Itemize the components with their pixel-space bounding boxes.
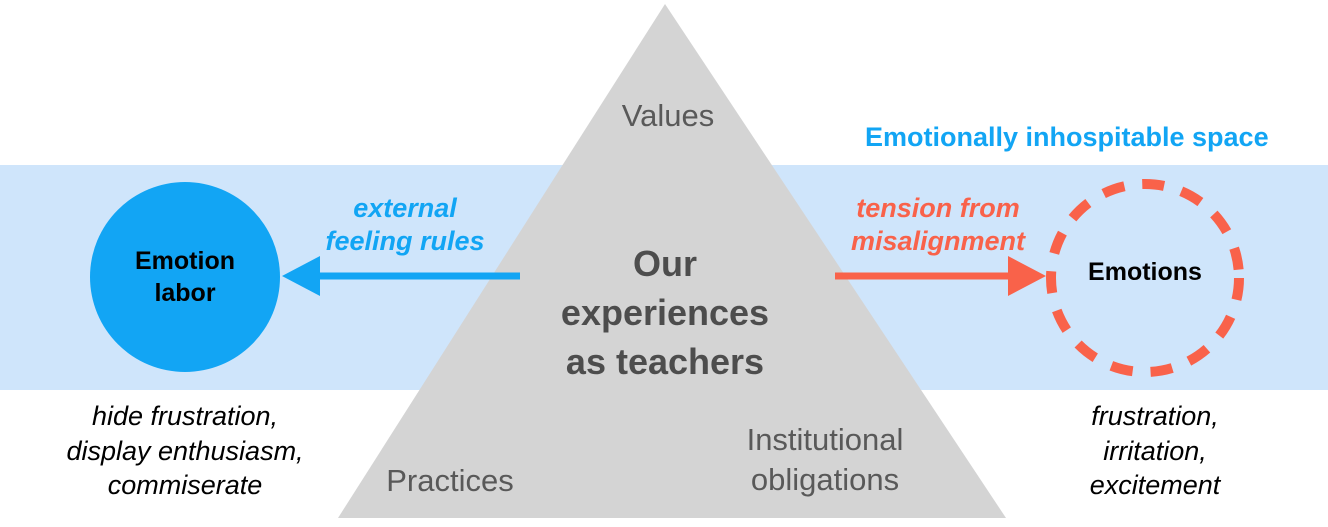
emotions-examples: frustration, irritation, excitement [1030,399,1280,503]
triangle-label-institutional-line-2: obligations [750,461,900,497]
tension-line-1: tension from [856,193,1020,223]
emotion-labor-label-line-1: Emotion [135,246,235,275]
emotions-example-2: irritation, [1103,435,1207,466]
center-label-line-3: as teachers [565,340,765,382]
external-feeling-rules-label: external feeling rules [305,192,505,258]
triangle-center-label: Our experiences as teachers [505,240,825,387]
tension-line-2: misalignment [850,225,1026,256]
center-label-line-1: Our [632,243,697,284]
triangle-label-practices: Practices [386,463,514,498]
triangle-label-institutional-obligations: Institutional obligations [700,420,950,499]
center-label-line-2: experiences [560,291,770,333]
emotion-labor-examples: hide frustration, display enthusiasm, co… [35,399,335,503]
triangle-label-institutional-line-1: Institutional [746,422,904,457]
emotions-dashed-circle [1046,179,1244,377]
triangle-label-values: Values [621,98,715,133]
tension-from-misalignment-label: tension from misalignment [838,192,1038,258]
emotion-labor-example-3: commiserate [107,470,263,501]
emotions-label: Emotions [1088,258,1202,286]
external-feeling-rules-line-1: external [353,193,457,223]
emotion-labor-label: Emotion labor [135,245,235,310]
emotions-example-1: frustration, [1091,401,1219,431]
external-feeling-rules-line-2: feeling rules [325,225,485,256]
emotionally-inhospitable-space-label: Emotionally inhospitable space [865,122,1269,152]
emotions-example-3: excitement [1089,470,1221,501]
emotion-labor-circle: Emotion labor [90,182,280,372]
emotion-labor-example-2: display enthusiasm, [66,435,304,466]
emotion-labor-example-1: hide frustration, [91,401,279,431]
emotion-labor-label-line-2: labor [154,279,216,307]
